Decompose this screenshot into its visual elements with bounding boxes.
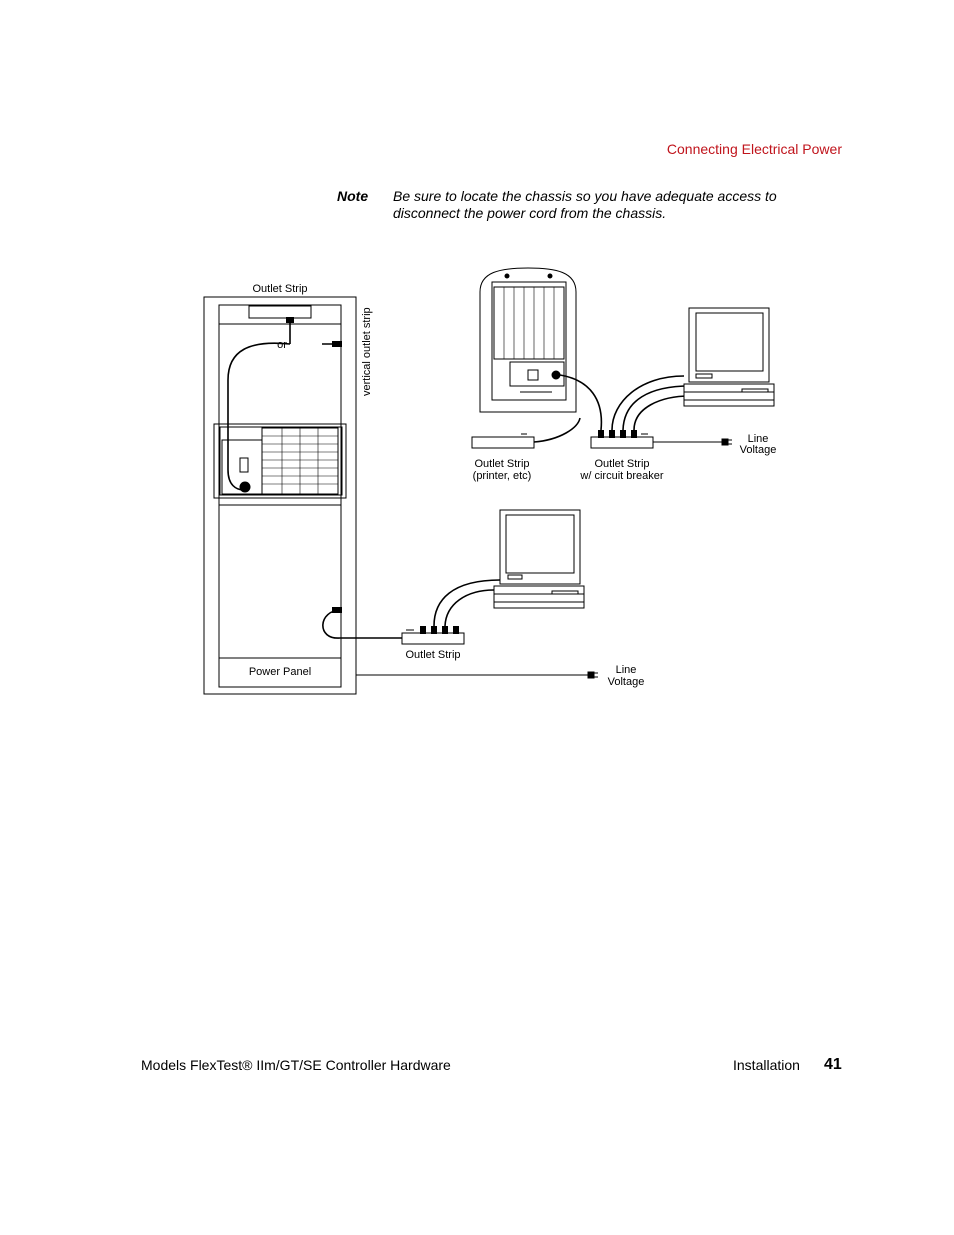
breaker-strip-plugs xyxy=(598,430,637,438)
rack-plug-side xyxy=(332,341,342,347)
page-number: 41 xyxy=(824,1056,842,1073)
vertical-outlet-strip-label: vertical outlet strip xyxy=(361,307,373,396)
rack-plug-top xyxy=(286,317,294,323)
footer-document-title: Models FlexTest® IIm/GT/SE Controller Ha… xyxy=(141,1057,451,1073)
outlet-strip-bottom-label: Outlet Strip xyxy=(405,649,460,661)
outlet-strip-printer xyxy=(471,433,535,449)
desktop-power-cords xyxy=(533,374,691,443)
outlet-strip-printer-label-1: Outlet Strip xyxy=(474,458,529,470)
footer-section: Installation xyxy=(733,1057,800,1073)
outlet-strip-top-label: Outlet Strip xyxy=(252,283,307,295)
line-voltage-plug-2 xyxy=(587,671,598,679)
bottom-strip-plugs xyxy=(420,626,459,634)
section-header: Connecting Electrical Power xyxy=(666,141,842,157)
computer-workstation-1 xyxy=(683,307,775,407)
line-voltage-1-label-2: Voltage xyxy=(740,444,777,456)
or-label: or xyxy=(277,339,287,351)
outlet-strip-printer-label-2: (printer, etc) xyxy=(473,470,532,482)
line-voltage-plug-1 xyxy=(721,438,732,446)
power-panel-label: Power Panel xyxy=(249,666,311,678)
line-voltage-2-label-2: Voltage xyxy=(608,676,645,688)
desktop-chassis xyxy=(479,267,577,413)
computer-workstation-2 xyxy=(493,509,585,609)
note-label: Note xyxy=(337,188,369,204)
outlet-strip-breaker-label-1: Outlet Strip xyxy=(594,458,649,470)
rack-plug-bottom xyxy=(332,607,342,613)
outlet-strip-breaker-label-2: w/ circuit breaker xyxy=(579,470,663,482)
note-text: Be sure to locate the chassis so you hav… xyxy=(393,188,777,221)
computer-2-power-cords xyxy=(433,579,501,627)
line-voltage-2-label-1: Line xyxy=(616,664,637,676)
rack-cabinet xyxy=(203,296,357,695)
line-voltage-1-label-1: Line xyxy=(748,433,769,445)
